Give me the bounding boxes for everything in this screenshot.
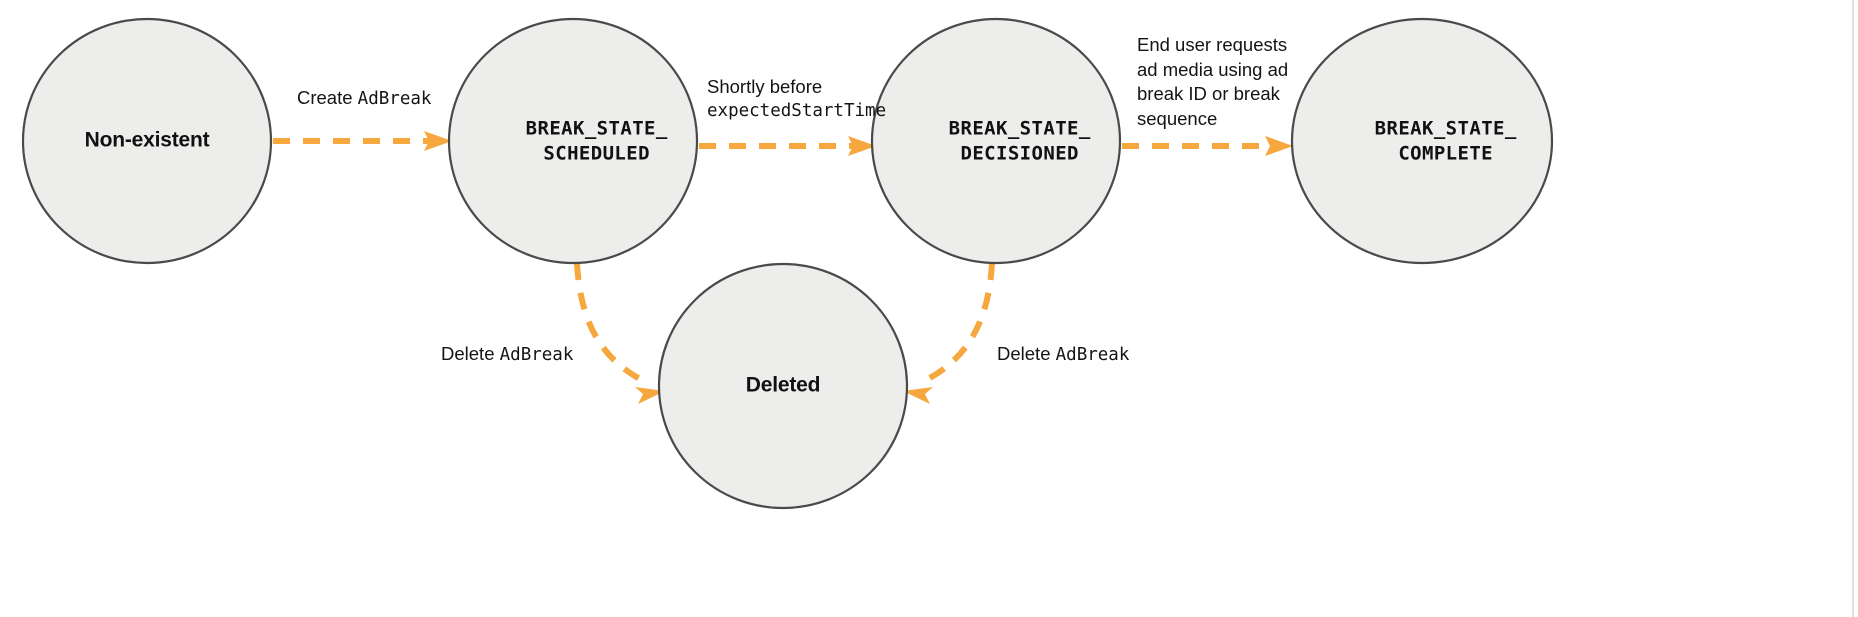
edge-label-delete-from-scheduled: Delete AdBreak xyxy=(441,342,573,367)
edge-create-adbreak xyxy=(273,131,452,151)
edge-label-segment: AdBreak xyxy=(357,89,432,109)
node-break-state-scheduled[interactable] xyxy=(447,17,699,265)
edge-label-create-adbreak: Create AdBreak xyxy=(297,86,431,111)
edge-delete-from-scheduled-arrowhead xyxy=(635,387,665,404)
edge-shortly-before-arrowhead xyxy=(848,136,876,156)
edge-label-line: break ID or break xyxy=(1137,83,1280,105)
node-break-state-decisioned[interactable] xyxy=(870,17,1122,265)
edge-delete-from-scheduled xyxy=(574,262,665,404)
edge-create-adbreak-arrowhead xyxy=(424,131,452,151)
edge-delete-from-decisioned-line xyxy=(920,262,995,385)
edge-label-line: expectedStartTime xyxy=(707,100,887,121)
edge-label-line: Create AdBreak xyxy=(297,86,431,111)
edge-label-segment: AdBreak xyxy=(1055,345,1130,365)
edge-label-delete-from-decisioned: Delete AdBreak xyxy=(997,342,1129,367)
edge-label-line: Shortly before xyxy=(707,76,823,97)
edge-shortly-before xyxy=(699,136,876,156)
edge-end-user-requests-arrowhead xyxy=(1265,136,1293,156)
edge-label-line: Delete AdBreak xyxy=(441,342,573,367)
edge-delete-from-scheduled-line xyxy=(574,262,648,385)
edge-label-line: End user requests xyxy=(1137,34,1288,55)
edge-label-segment: Create xyxy=(297,87,358,108)
node-break-state-complete[interactable] xyxy=(1290,17,1554,265)
node-non-existent[interactable] xyxy=(21,17,273,265)
edge-label-segment: Delete xyxy=(441,343,500,364)
edge-end-user-requests xyxy=(1122,136,1293,156)
edge-label-end-user-requests: End user requests ad media using ad brea… xyxy=(1137,33,1288,131)
node-deleted[interactable] xyxy=(657,262,909,510)
edge-label-shortly-before: Shortly before expectedStartTime xyxy=(707,75,886,123)
edge-delete-from-decisioned xyxy=(903,262,995,404)
edge-delete-from-decisioned-arrowhead xyxy=(903,387,933,404)
edge-label-line: ad media using ad xyxy=(1137,58,1289,80)
edge-label-segment: AdBreak xyxy=(499,345,574,365)
edge-label-segment: Delete xyxy=(997,343,1056,364)
edge-label-line: Delete AdBreak xyxy=(997,342,1129,367)
edge-label-line: sequence xyxy=(1137,107,1218,129)
